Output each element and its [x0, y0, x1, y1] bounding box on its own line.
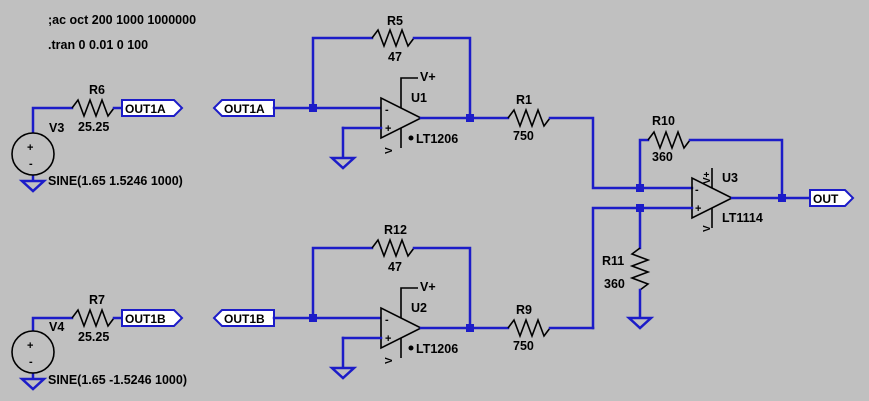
net-flag-out1a-input[interactable]: OUT1A [212, 99, 275, 117]
ground-u1 [328, 156, 358, 170]
junction-dot [466, 324, 474, 332]
junction-dot [466, 114, 474, 122]
v4-label: V4 [49, 320, 64, 334]
v4-plus-sign: + [27, 340, 33, 352]
resistor-r11[interactable] [629, 247, 651, 291]
ground-u2 [328, 366, 358, 380]
r10-value[interactable]: 360 [652, 150, 673, 164]
resistor-r6[interactable] [71, 97, 124, 119]
r7-label: R7 [89, 293, 105, 307]
out-flag-text: OUT [813, 192, 839, 206]
u2-label: U2 [411, 301, 427, 315]
u2-vplus-label: V+ [420, 280, 436, 294]
resistor-r12[interactable] [371, 237, 415, 259]
u1-label: U1 [411, 91, 427, 105]
u2-vminus-label: V [384, 357, 395, 364]
v4-value[interactable]: SINE(1.65 -1.5246 1000) [48, 373, 187, 387]
junction-dot [636, 184, 644, 192]
u2-plus-sign: + [385, 333, 391, 345]
net-flag-out1a-output[interactable]: OUT1A [121, 99, 184, 117]
ac-directive[interactable]: ;ac oct 200 1000 1000000 [48, 13, 196, 27]
ground-r11 [625, 316, 655, 330]
v3-label: V3 [49, 121, 64, 135]
v3-value[interactable]: SINE(1.65 1.5246 1000) [48, 174, 183, 188]
ground-v4 [18, 377, 48, 391]
tran-directive[interactable]: .tran 0 0.01 0 100 [48, 38, 148, 52]
junction-dot [309, 314, 317, 322]
v4-minus-sign: - [29, 356, 33, 368]
opamp-u3[interactable]: - + [691, 168, 734, 228]
resistor-r1[interactable] [507, 107, 551, 129]
r11-label: R11 [602, 254, 624, 268]
u3-label: U3 [722, 171, 738, 185]
resistor-r5[interactable] [371, 27, 415, 49]
ground-v3 [18, 179, 48, 193]
v3-minus-sign: - [29, 158, 33, 170]
u1-model[interactable]: LT1206 [416, 132, 458, 146]
r10-label: R10 [652, 114, 675, 128]
source-v3[interactable]: + - [11, 106, 74, 182]
resistor-r9[interactable] [507, 317, 551, 339]
r9-value[interactable]: 750 [513, 339, 534, 353]
r7-value[interactable]: 25.25 [78, 330, 109, 344]
r6-label: R6 [89, 83, 105, 97]
r1-label: R1 [516, 93, 532, 107]
u3-minus-sign: - [695, 184, 699, 196]
r5-label: R5 [387, 14, 403, 28]
net-flag-out1b-input[interactable]: OUT1B [212, 309, 275, 327]
u3-plus-sign: + [695, 203, 701, 215]
u2-minus-sign: - [385, 314, 389, 326]
u1-plus-sign: + [385, 123, 391, 135]
r6-value[interactable]: 25.25 [78, 120, 109, 134]
r11-value[interactable]: 360 [604, 277, 625, 291]
u1-vminus-label: V [384, 147, 395, 154]
net-flag-out1b-output[interactable]: OUT1B [121, 309, 184, 327]
source-v4[interactable]: + - [11, 316, 74, 380]
u3-vplus-label: V+ [702, 171, 713, 184]
junction-dot [309, 104, 317, 112]
resistor-r7[interactable] [71, 307, 124, 329]
junction-dot [778, 194, 786, 202]
r5-value[interactable]: 47 [388, 50, 402, 64]
net-flag-out[interactable]: OUT [809, 189, 855, 207]
v3-plus-sign: + [27, 142, 33, 154]
r12-value[interactable]: 47 [388, 260, 402, 274]
u1-minus-sign: - [385, 104, 389, 116]
u3-vminus-label: V [702, 225, 713, 232]
u1-vplus-label: V+ [420, 70, 436, 84]
resistor-r10[interactable] [647, 129, 691, 151]
out1b-flag-text: OUT1B [125, 312, 166, 326]
out1b-input-flag-text: OUT1B [224, 312, 265, 326]
r9-label: R9 [516, 303, 532, 317]
r1-value[interactable]: 750 [513, 129, 534, 143]
opamp-u2[interactable]: - + [380, 287, 423, 358]
out1a-input-flag-text: OUT1A [224, 102, 265, 116]
opamp-u1[interactable]: - + [380, 77, 423, 148]
out1a-flag-text: OUT1A [125, 102, 166, 116]
u2-model[interactable]: LT1206 [416, 342, 458, 356]
r12-label: R12 [384, 223, 407, 237]
u3-model[interactable]: LT1114 [722, 211, 763, 225]
